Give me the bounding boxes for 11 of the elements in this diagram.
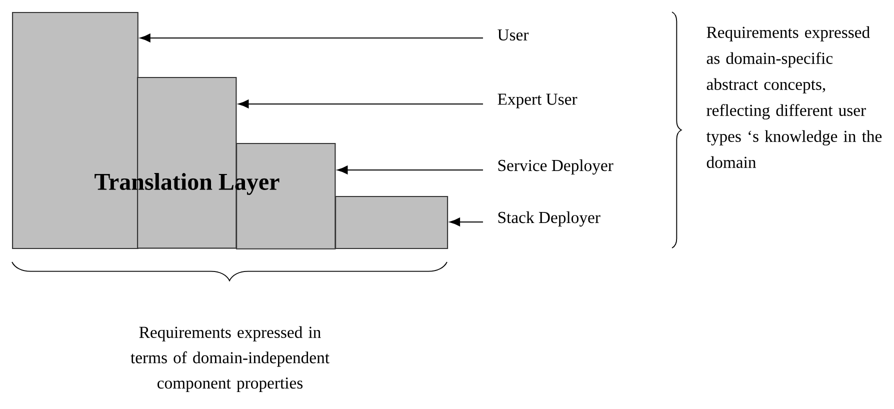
arrow [450, 218, 483, 226]
user-type-label: Stack Deployer [498, 211, 600, 227]
bar [335, 196, 448, 250]
user-type-label: User [498, 29, 529, 41]
arrow [337, 166, 483, 174]
annotation-text: Requirements expressed as domain-specific abstract concepts, reflecting different user types ‘s knowledge in the domain [706, 26, 882, 168]
user-type-label: Service Deployer [498, 159, 614, 175]
user-type-label: Expert User [498, 94, 578, 108]
arrow [140, 34, 483, 42]
arrow [238, 100, 483, 108]
annotation-text: Requirements expressed in terms of domain-independent component properties [130, 326, 330, 392]
